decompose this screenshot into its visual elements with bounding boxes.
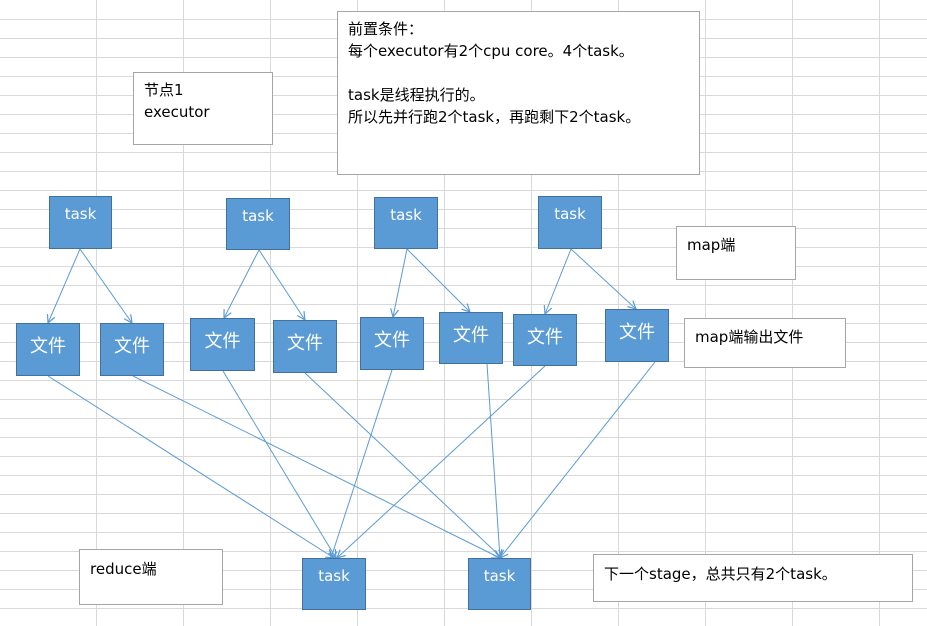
- output-file-box: 文件: [605, 309, 669, 362]
- arrow-file6-reduce2: [486, 363, 500, 558]
- map-side-note: map端: [676, 226, 796, 280]
- grid-row-line: [0, 456, 927, 457]
- grid-row-line: [0, 513, 927, 514]
- grid-column-line: [183, 0, 184, 626]
- file-label: 文件: [114, 336, 150, 357]
- grid-row-line: [0, 418, 927, 419]
- output-file-box: 文件: [513, 314, 577, 366]
- precondition-note: 前置条件： 每个executor有2个cpu core。4个task。 task…: [337, 11, 700, 175]
- map-task-box: task: [226, 198, 290, 250]
- grid-row-line: [0, 380, 927, 381]
- reduce-side-note: reduce端: [79, 549, 223, 605]
- grid-column-line: [879, 0, 880, 626]
- arrow-task4-file7: [545, 248, 572, 314]
- file-label: 文件: [30, 336, 66, 357]
- grid-row-line: [0, 551, 927, 552]
- file-label: 文件: [453, 325, 489, 346]
- node-executor-note: 节点1 executor: [133, 72, 273, 145]
- grid-column-line: [96, 0, 97, 626]
- task-label: task: [242, 207, 274, 225]
- grid-row-line: [0, 532, 927, 533]
- map-task-box: task: [49, 196, 112, 249]
- arrow-file2-reduce2: [132, 375, 500, 558]
- grid-row-line: [0, 285, 927, 286]
- grid-column-line: [270, 0, 271, 626]
- next-stage-note: 下一个stage，总共只有2个task。: [593, 554, 913, 602]
- task-label: task: [390, 206, 422, 224]
- task-label: task: [64, 205, 97, 223]
- file-label: 文件: [527, 327, 563, 348]
- map-task-box: task: [538, 196, 602, 249]
- arrow-task1-file1: [48, 248, 81, 323]
- output-file-box: 文件: [190, 318, 255, 371]
- arrow-task2-file3: [224, 249, 260, 318]
- grid-row-line: [0, 494, 927, 495]
- output-file-box: 文件: [360, 317, 424, 370]
- task-label: task: [318, 567, 350, 585]
- arrow-file3-reduce1: [222, 370, 336, 558]
- arrow-file1-reduce1: [47, 375, 334, 558]
- map-output-note: map端输出文件: [684, 318, 846, 368]
- grid-row-line: [0, 190, 927, 191]
- grid-column-line: [792, 0, 793, 626]
- arrow-task3-file5: [393, 248, 408, 317]
- arrow-file4-reduce2: [304, 372, 502, 558]
- reduce-task-box: task: [468, 558, 531, 610]
- arrow-file5-reduce1: [331, 369, 393, 558]
- task-label: task: [554, 205, 586, 223]
- file-label: 文件: [287, 333, 323, 354]
- output-file-box: 文件: [100, 323, 164, 376]
- output-file-box: 文件: [16, 323, 80, 376]
- output-file-box: 文件: [439, 312, 503, 364]
- file-label: 文件: [619, 322, 655, 343]
- arrow-task4-file8: [570, 248, 636, 309]
- map-task-box: task: [374, 197, 438, 249]
- grid-row-line: [0, 437, 927, 438]
- grid-row-line: [0, 266, 927, 267]
- grid-row-line: [0, 570, 927, 571]
- grid-row-line: [0, 247, 927, 248]
- grid-row-line: [0, 608, 927, 609]
- grid-column-line: [357, 0, 358, 626]
- arrow-task3-file6: [406, 248, 470, 312]
- file-label: 文件: [374, 330, 410, 351]
- file-label: 文件: [204, 331, 241, 352]
- grid-row-line: [0, 228, 927, 229]
- grid-column-line: [531, 0, 532, 626]
- grid-column-line: [705, 0, 706, 626]
- output-file-box: 文件: [273, 320, 337, 373]
- grid-row-line: [0, 475, 927, 476]
- grid-row-line: [0, 589, 927, 590]
- reduce-task-box: task: [302, 558, 366, 610]
- grid-row-line: [0, 399, 927, 400]
- task-label: task: [483, 567, 516, 585]
- arrow-task2-file4: [258, 249, 305, 320]
- grid-row-line: [0, 209, 927, 210]
- arrow-file7-reduce1: [337, 365, 546, 558]
- arrow-file8-reduce2: [500, 361, 656, 558]
- arrow-task1-file2: [79, 248, 132, 323]
